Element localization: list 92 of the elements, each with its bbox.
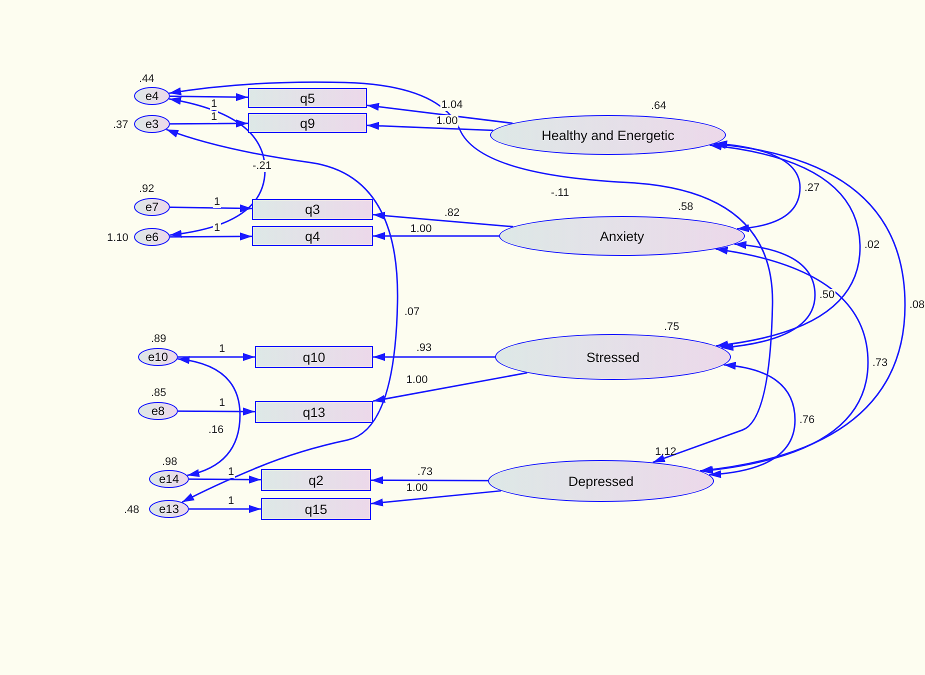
variable-name: e7 (145, 200, 159, 214)
variable-name: Depressed (568, 474, 634, 488)
edge-label: 1.00 (405, 374, 429, 386)
variable-name: q10 (302, 350, 326, 364)
variance-value: .75 (664, 321, 680, 333)
edge-label: -.21 (252, 160, 272, 172)
observed-variable-box (252, 226, 373, 246)
double-headed-arrow (177, 356, 241, 476)
edge-label: 1 (218, 343, 226, 355)
edge-label: 1.04 (440, 99, 464, 111)
variable-name: e6 (145, 230, 159, 244)
arrow (189, 476, 261, 484)
variable-name: Anxiety (600, 228, 644, 244)
variance-value: .85 (151, 387, 166, 399)
arrow (373, 353, 495, 361)
observed-variable-box (248, 113, 367, 133)
observed-variable-box (248, 88, 367, 108)
variance-value: 1.10 (107, 232, 128, 244)
arrow (370, 490, 502, 506)
edge-label: 1.00 (409, 223, 433, 235)
edge-label: 1 (212, 196, 222, 208)
edge-label: 1 (210, 98, 218, 110)
variable-name: e13 (158, 502, 180, 516)
arrow (178, 408, 255, 416)
edge-label: .93 (415, 342, 433, 354)
arrow (170, 93, 248, 102)
edge-label: -.11 (550, 187, 570, 199)
edge-label: 1 (212, 222, 222, 234)
variance-value: .98 (162, 456, 178, 468)
variance-value: .48 (124, 504, 140, 516)
edge-label: 1.00 (405, 482, 429, 494)
variance-value: .37 (113, 119, 128, 131)
arrow (371, 476, 488, 484)
double-headed-arrow (709, 362, 796, 478)
double-headed-arrow (715, 140, 801, 232)
arrow (366, 102, 513, 124)
observed-variable-box (255, 346, 373, 368)
variable-name: q15 (304, 502, 328, 516)
observed-variable-box (261, 498, 371, 520)
edge-label: .27 (803, 182, 821, 194)
edge-label: .82 (443, 207, 461, 219)
variable-name: q13 (302, 404, 326, 420)
arrow (170, 232, 252, 240)
variable-name: Healthy and Energetic (542, 128, 674, 142)
variance-value: .44 (139, 73, 154, 85)
observed-variable-box (252, 199, 373, 220)
arrow (366, 122, 494, 132)
variable-name: e8 (151, 404, 165, 418)
double-headed-arrow (169, 81, 774, 464)
double-headed-arrow (721, 241, 816, 351)
edge-label: .07 (403, 306, 421, 318)
variable-name: q9 (300, 116, 316, 130)
arrow (373, 232, 499, 240)
variance-value: .92 (139, 183, 154, 195)
double-headed-arrow (166, 128, 398, 503)
variable-name: q4 (304, 228, 320, 244)
double-headed-arrow (701, 246, 869, 474)
arrow (178, 353, 255, 361)
variable-name: Stressed (586, 350, 640, 364)
arrow (170, 119, 248, 128)
edge-label: .16 (207, 424, 225, 436)
variable-name: e14 (158, 472, 180, 486)
edge-label: .76 (798, 414, 816, 426)
arrow (170, 204, 252, 212)
variance-value: .89 (151, 333, 166, 345)
edge-label: .73 (871, 356, 889, 368)
observed-variable-box (261, 469, 371, 491)
edge-label: 1 (210, 111, 218, 123)
variable-name: e10 (148, 350, 168, 364)
edge-label: .50 (818, 289, 836, 301)
edge-label: .02 (863, 239, 881, 251)
double-headed-arrow (168, 97, 266, 238)
arrow (372, 212, 514, 228)
arrow (189, 505, 261, 513)
edge-label: .08 (908, 299, 925, 311)
variable-name: e4 (145, 89, 159, 103)
edge-label: 1 (218, 397, 226, 409)
arrow (372, 372, 528, 403)
double-headed-arrow (700, 141, 906, 474)
double-headed-arrow (710, 142, 861, 348)
variable-name: e3 (145, 117, 159, 131)
variable-name: q2 (308, 472, 324, 488)
variable-name: q3 (304, 202, 320, 217)
edge-label: .73 (416, 466, 434, 478)
variable-name: q5 (300, 90, 316, 106)
edge-label: 1 (226, 495, 236, 507)
variance-value: .64 (651, 100, 666, 112)
edge-label: 1 (226, 466, 236, 478)
edge-label: 1.00 (435, 115, 459, 127)
variance-value: 1.12 (655, 446, 676, 458)
variance-value: .58 (678, 201, 694, 213)
observed-variable-box (255, 401, 373, 423)
